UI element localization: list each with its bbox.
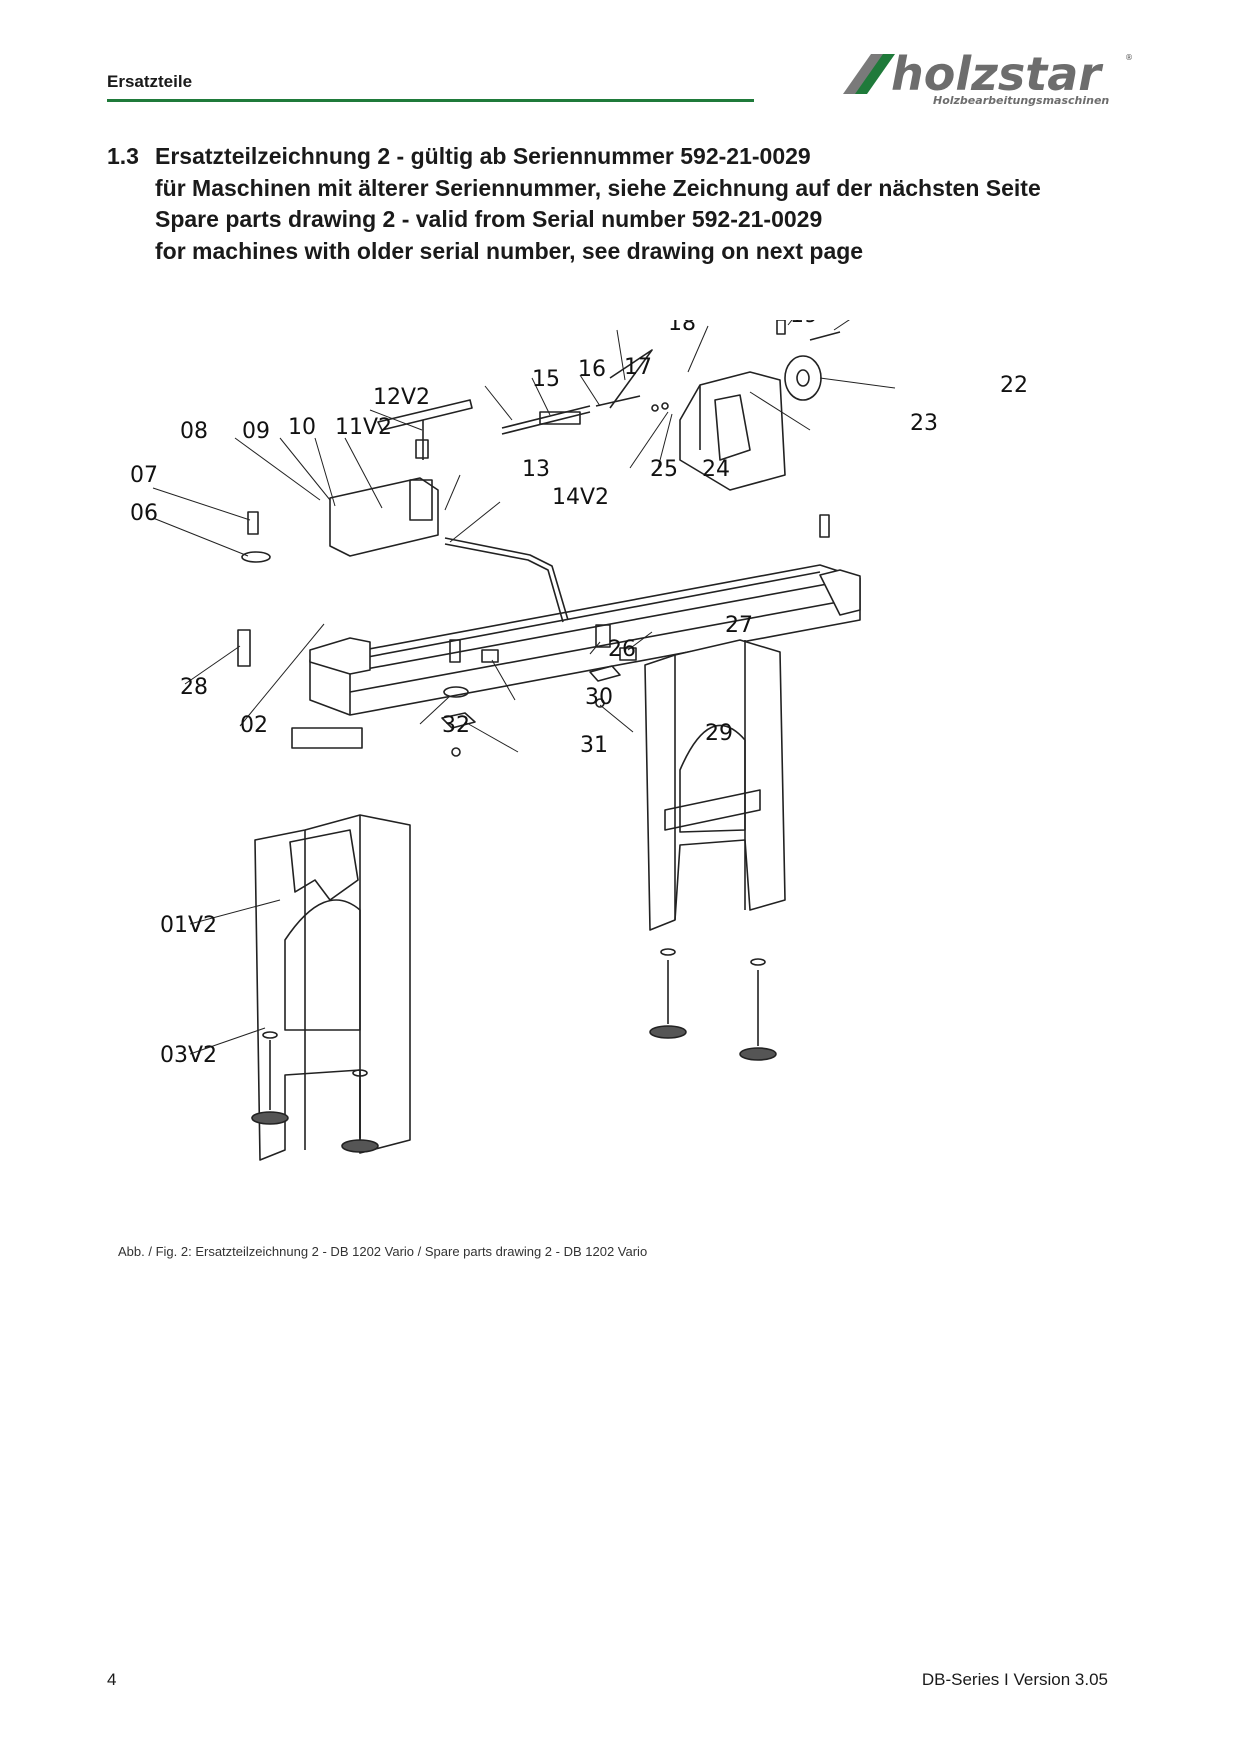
label-18: 18 bbox=[668, 320, 696, 336]
header-section-label: Ersatzteile bbox=[107, 72, 193, 91]
section-line-3: Spare parts drawing 2 - valid from Seria… bbox=[155, 206, 823, 232]
label-17: 17 bbox=[624, 355, 652, 380]
small-hardware bbox=[237, 511, 830, 757]
label-26: 26 bbox=[608, 637, 636, 662]
logo-tagline: Holzbearbeitungsmaschinen bbox=[933, 94, 1109, 107]
label-10: 10 bbox=[288, 415, 316, 440]
document-version: DB-Series I Version 3.05 bbox=[921, 1670, 1108, 1689]
logo-registered: ® bbox=[1125, 53, 1133, 62]
label-31: 31 bbox=[580, 733, 608, 758]
section-number: 1.3 bbox=[107, 143, 139, 169]
label-09: 09 bbox=[242, 419, 270, 444]
label-02: 02 bbox=[240, 713, 268, 738]
section-line-4: for machines with older serial number, s… bbox=[155, 237, 864, 264]
header-rule bbox=[107, 99, 754, 102]
label-29: 29 bbox=[705, 721, 733, 746]
logo-brand: holzstar bbox=[891, 47, 1104, 101]
label-13: 13 bbox=[522, 457, 550, 482]
logo-mark-icon bbox=[843, 54, 895, 94]
headstock bbox=[679, 371, 786, 491]
label-23: 23 bbox=[910, 411, 938, 436]
page-number: 4 bbox=[107, 1670, 117, 1689]
crank-and-shaft bbox=[501, 349, 669, 435]
label-22: 22 bbox=[1000, 373, 1028, 398]
lathe-bed bbox=[309, 564, 861, 716]
label-11v2: 11V2 bbox=[335, 415, 392, 440]
label-12v2: 12V2 bbox=[373, 385, 430, 410]
holzstar-logo: holzstar ® Holzbearbeitungsmaschinen bbox=[843, 47, 1133, 107]
label-30: 30 bbox=[585, 685, 613, 710]
label-24: 24 bbox=[702, 457, 730, 482]
part-labels: 07 06 08 09 10 11V2 12V2 13 14V2 15 16 1… bbox=[130, 320, 1028, 1068]
spare-parts-drawing: 07 06 08 09 10 11V2 12V2 13 14V2 15 16 1… bbox=[130, 320, 1028, 1161]
label-01v2: 01V2 bbox=[160, 913, 217, 938]
feet bbox=[251, 948, 777, 1153]
section-line-1: Ersatzteilzeichnung 2 - gültig ab Serien… bbox=[155, 143, 811, 169]
figure-caption: Abb. / Fig. 2: Ersatzteilzeichnung 2 - D… bbox=[118, 1244, 648, 1259]
label-32: 32 bbox=[442, 713, 470, 738]
label-15: 15 bbox=[532, 367, 560, 392]
right-leg bbox=[644, 639, 786, 931]
label-27: 27 bbox=[725, 613, 753, 638]
callout-lines bbox=[152, 320, 896, 1055]
label-03v2: 03V2 bbox=[160, 1043, 217, 1068]
section-line-2: für Maschinen mit älterer Seriennummer, … bbox=[155, 174, 1041, 201]
label-19: 19 bbox=[790, 320, 818, 328]
label-28: 28 bbox=[180, 675, 208, 700]
handwheel bbox=[776, 320, 841, 401]
label-25: 25 bbox=[650, 457, 678, 482]
label-07: 07 bbox=[130, 463, 158, 488]
label-16: 16 bbox=[578, 357, 606, 382]
left-leg bbox=[254, 727, 411, 1161]
label-06: 06 bbox=[130, 501, 158, 526]
label-14v2: 14V2 bbox=[552, 485, 609, 510]
rod-14v2 bbox=[444, 537, 569, 623]
label-08: 08 bbox=[180, 419, 208, 444]
